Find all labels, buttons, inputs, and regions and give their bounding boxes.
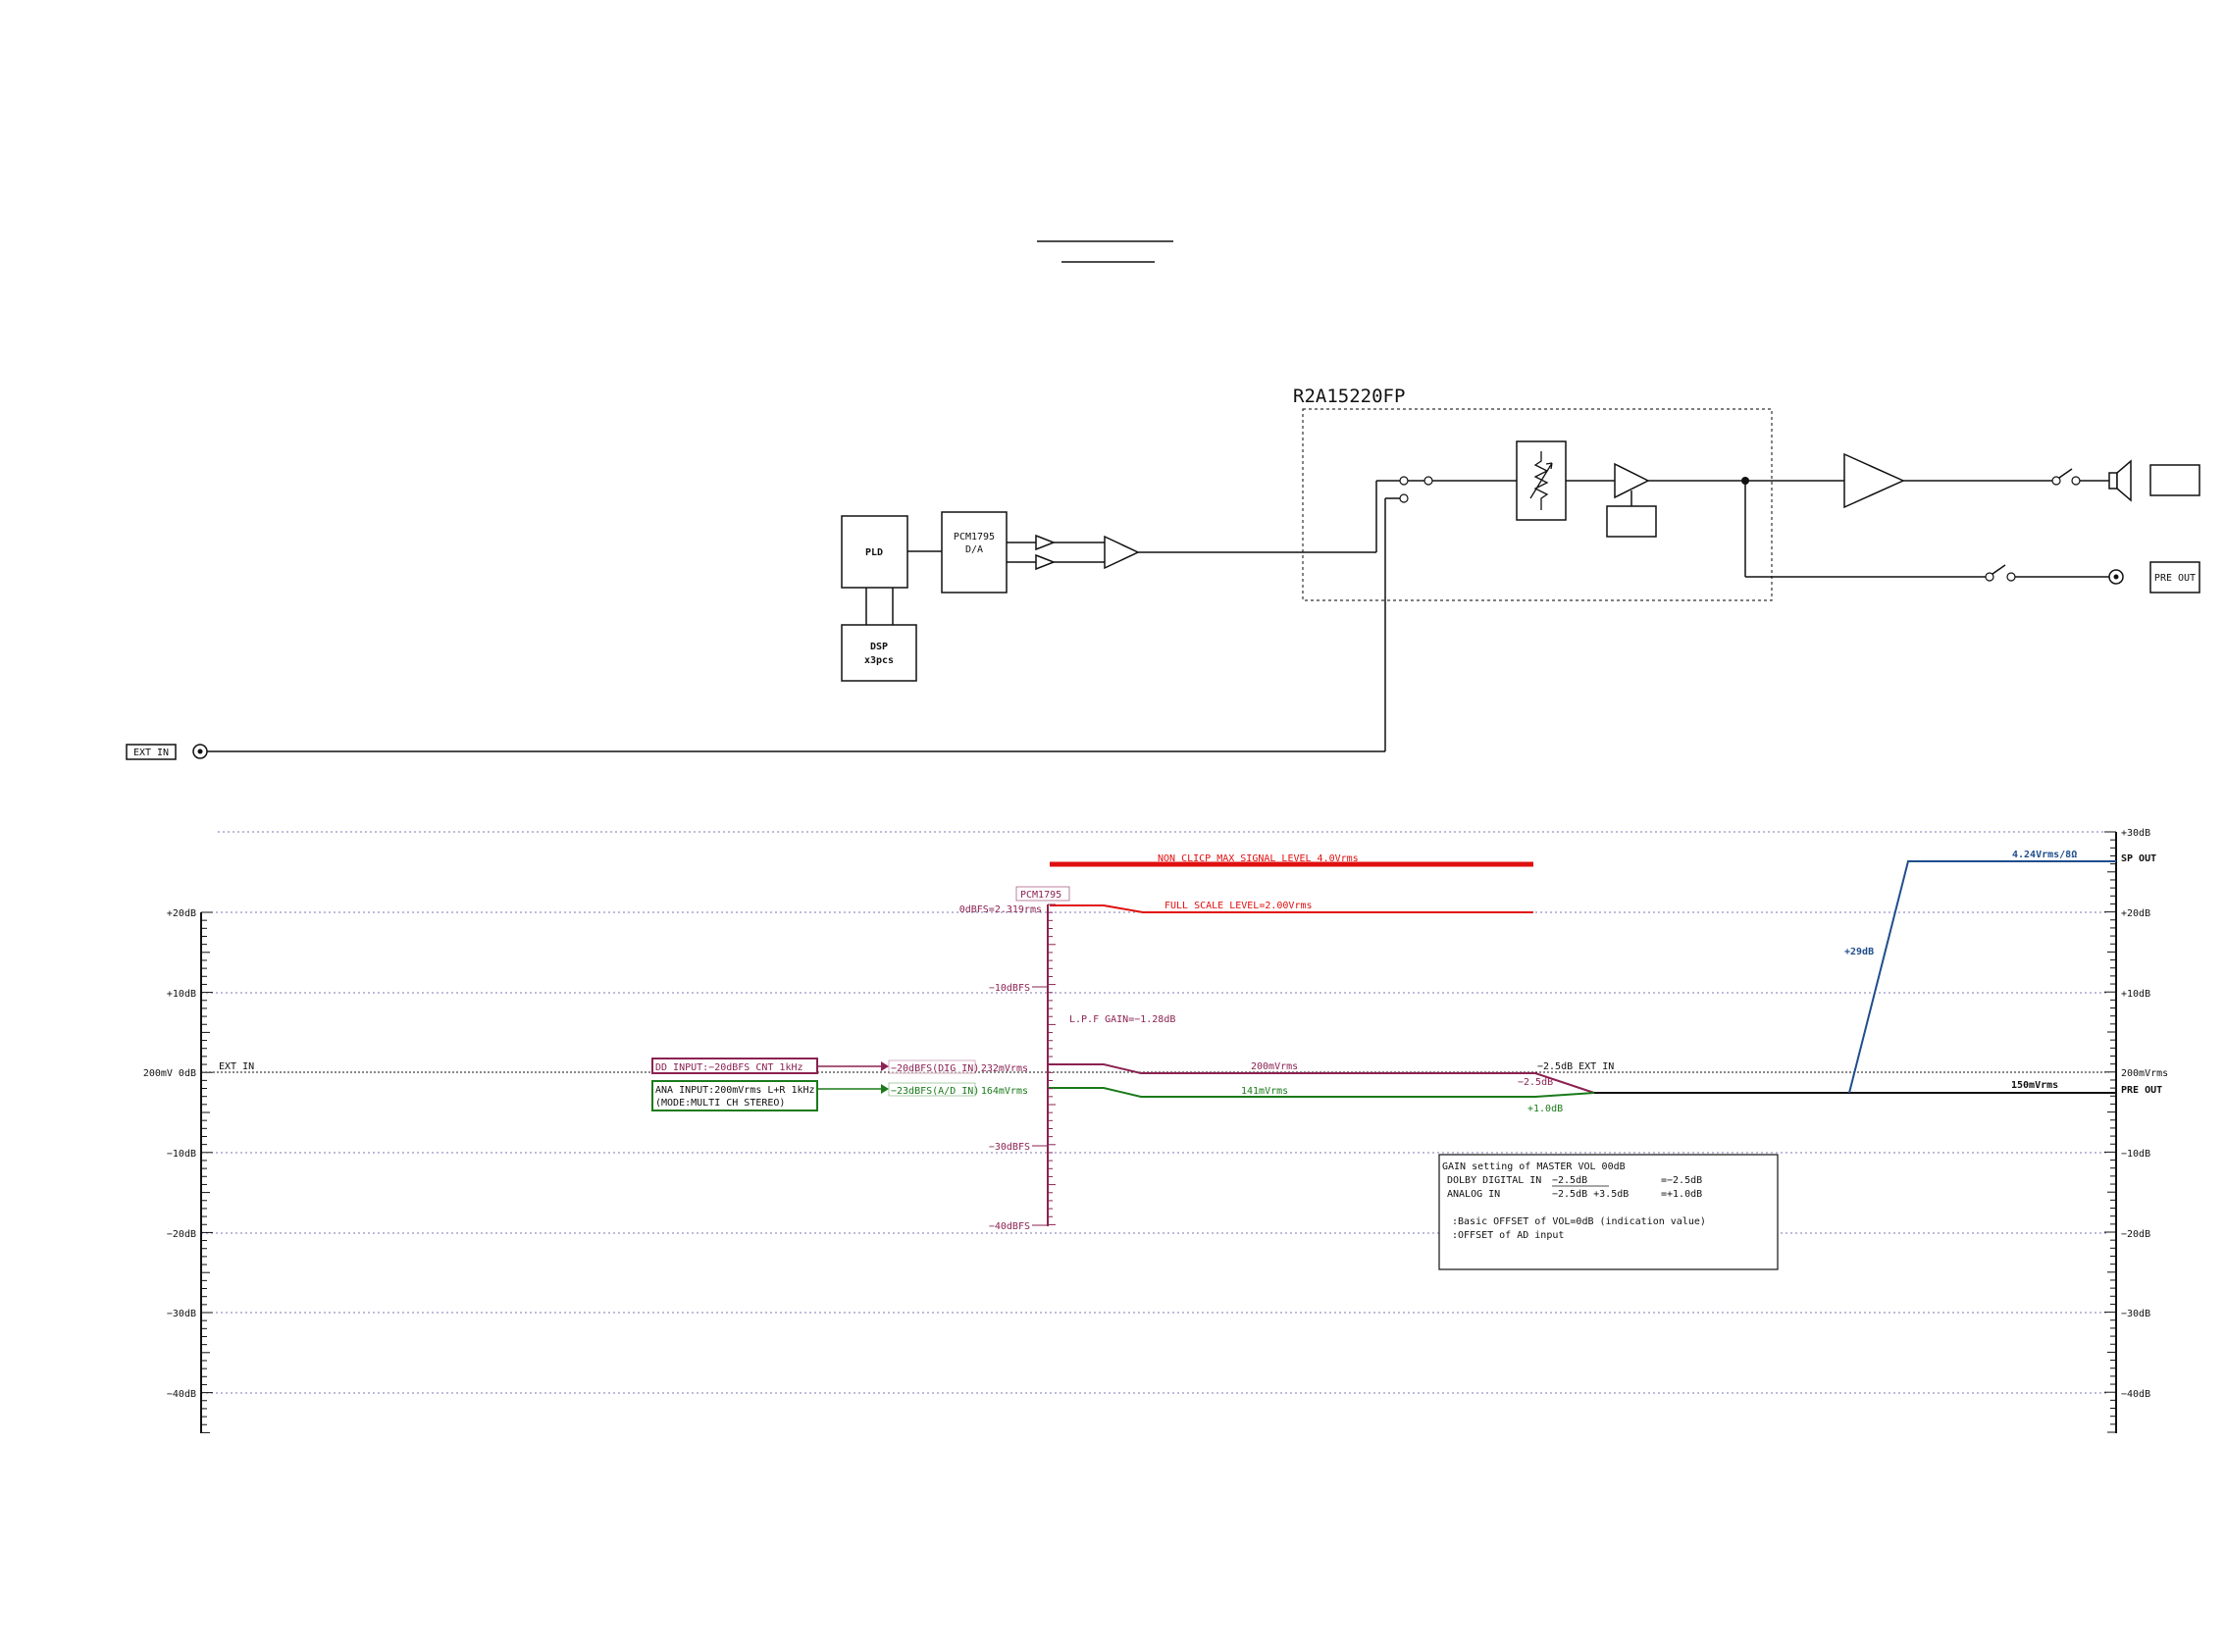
digital-level-line (1048, 1063, 1595, 1094)
gain-ana-label: ANALOG IN (1447, 1189, 1500, 1200)
gain-ana-values: −2.5dB +3.5dB (1552, 1189, 1629, 1200)
pre-relay-contact-1 (1985, 572, 1994, 582)
right-scale-minus10: −10dB (2121, 1149, 2150, 1160)
chip-name: R2A15220FP (1293, 386, 1405, 407)
dig-in-box (888, 1059, 976, 1074)
full-scale-line (1050, 904, 1533, 913)
sp-out-terminal (2149, 464, 2200, 496)
sp-out-label: SP OUT (2121, 853, 2156, 864)
selector-contact-2 (1399, 493, 1409, 503)
pre-out-terminal (2149, 561, 2200, 594)
gain-ana-result: =+1.0dB (1661, 1189, 1702, 1200)
dsp-block (841, 624, 917, 682)
left-scale-0: 200mV 0dB (143, 1068, 196, 1079)
gain-dd-label: DOLBY DIGITAL IN (1447, 1175, 1541, 1186)
left-scale-plus20: +20dB (167, 908, 196, 919)
chip-amplifier (1614, 462, 1650, 499)
left-scale-minus10: −10dB (167, 1149, 196, 1160)
ext-in-terminal (126, 744, 177, 760)
scale-ticks (201, 831, 2116, 1433)
left-scale-minus30: −30dB (167, 1309, 196, 1319)
dd-input-label: DD INPUT:−20dBFS CNT 1kHz (655, 1062, 803, 1073)
ana-input-label-1: ANA INPUT:200mVrms L+R 1kHz (655, 1085, 815, 1096)
variable-resistor-icon (1529, 451, 1553, 510)
dbfs-minus40: −40dBFS (989, 1221, 1030, 1232)
right-scale-plus30: +30dB (2121, 828, 2150, 839)
v232-label: 232mVrms (981, 1063, 1028, 1074)
selector-contact-1 (1399, 476, 1409, 486)
pre-relay-arm (1992, 564, 2006, 575)
pcm1795-label-2: D/A (965, 544, 983, 555)
gain-setting-box (1438, 1154, 1779, 1270)
lpf-gain-label: L.P.F GAIN=−1.28dB (1069, 1014, 1175, 1025)
right-scale-minus20: −20dB (2121, 1229, 2150, 1240)
right-scale-0: 200mVrms (2121, 1068, 2168, 1079)
dbfs-minus30: −30dBFS (989, 1142, 1030, 1153)
chip-amp-control (1606, 505, 1657, 538)
dsp-label-2: x3pcs (864, 655, 894, 666)
gain-dd-values: −2.5dB (1552, 1175, 1587, 1186)
sp-level-label: 4.24Vrms/8Ω (2012, 850, 2077, 860)
pld-label: PLD (865, 547, 883, 558)
diff-buffer-lower (1035, 553, 1057, 571)
dbfs-0: 0dBFS=2.319rms (959, 904, 1042, 915)
pcm1795-tag (1015, 886, 1070, 902)
ext-in-level-label: EXT IN (219, 1061, 254, 1072)
sp-relay-contact-2 (2071, 476, 2081, 486)
analog-level-line (1048, 1087, 1595, 1098)
right-scale-minus40: −40dB (2121, 1389, 2150, 1400)
dig-in-level: −20dBFS(DIG IN) (891, 1063, 979, 1074)
pre-out-label: PRE OUT (2154, 573, 2196, 584)
minus25-label: −2.5dB (1518, 1077, 1553, 1088)
gain-note-1: :Basic OFFSET of VOL=0dB (indication val… (1452, 1216, 1706, 1227)
lpf-amplifier (1104, 535, 1140, 570)
dbfs-minus10: −10dBFS (989, 983, 1030, 994)
ad-in-box (888, 1082, 976, 1097)
pcm1795-tag-label: PCM1795 (1020, 890, 1061, 901)
full-scale-label: FULL SCALE LEVEL=2.00Vrms (1164, 901, 1313, 911)
v200-label: 200mVrms (1251, 1061, 1298, 1072)
pre-out-level-label: PRE OUT (2121, 1085, 2162, 1096)
v141-label: 141mVrms (1241, 1086, 1288, 1097)
dd-arrowhead (881, 1061, 889, 1071)
ana-input-label-2: (MODE:MULTI CH STEREO) (655, 1098, 785, 1109)
gain-note-2: :OFFSET of AD input (1452, 1230, 1564, 1241)
pre-level-label: 150mVrms (2011, 1080, 2058, 1091)
diff-buffer-upper (1035, 534, 1057, 551)
right-scale-plus20: +20dB (2121, 908, 2150, 919)
level-chart: +20dB +10dB 200mV 0dB −10dB −20dB −30dB … (143, 828, 2168, 1433)
gain-title: GAIN setting of MASTER VOL 00dB (1442, 1162, 1626, 1172)
ad-in-level: −23dBFS(A/D IN) (891, 1086, 979, 1097)
left-scale-minus40: −40dB (167, 1389, 196, 1400)
selector-common (1423, 476, 1433, 486)
speaker-icon-cone (2116, 459, 2132, 502)
left-scale-minus20: −20dB (167, 1229, 196, 1240)
ana-input-box (651, 1080, 818, 1111)
speaker-icon-body (2108, 472, 2118, 490)
ana-arrowhead (881, 1084, 889, 1094)
plus10-label: +1.0dB (1527, 1104, 1563, 1114)
dsp-label-1: DSP (870, 642, 888, 652)
minus25-extin-label: −2.5dB EXT IN (1537, 1061, 1614, 1072)
ext-in-jack-center (197, 749, 203, 754)
v164-label: 164mVrms (981, 1086, 1028, 1097)
pcm1795-block (941, 511, 1008, 594)
right-scale-minus30: −30dB (2121, 1309, 2150, 1319)
pre-out-jack-center (2113, 574, 2119, 580)
pre-relay-contact-2 (2006, 572, 2016, 582)
non-clip-label: NON CLICP MAX SIGNAL LEVEL 4.0Vrms (1158, 853, 1359, 864)
pcm1795-label-1: PCM1795 (954, 532, 995, 542)
left-scale-plus10: +10dB (167, 989, 196, 1000)
power-amplifier (1843, 452, 1905, 509)
ext-in-label: EXT IN (133, 748, 169, 758)
plus29-label: +29dB (1844, 947, 1874, 957)
gain-dd-result: =−2.5dB (1661, 1175, 1702, 1186)
chip-boundary (1302, 408, 1773, 601)
sp-out-level-line (1848, 860, 2116, 1094)
right-scale-plus10: +10dB (2121, 989, 2150, 1000)
sp-relay-contact-1 (2051, 476, 2061, 486)
sp-relay-arm (2058, 468, 2073, 479)
